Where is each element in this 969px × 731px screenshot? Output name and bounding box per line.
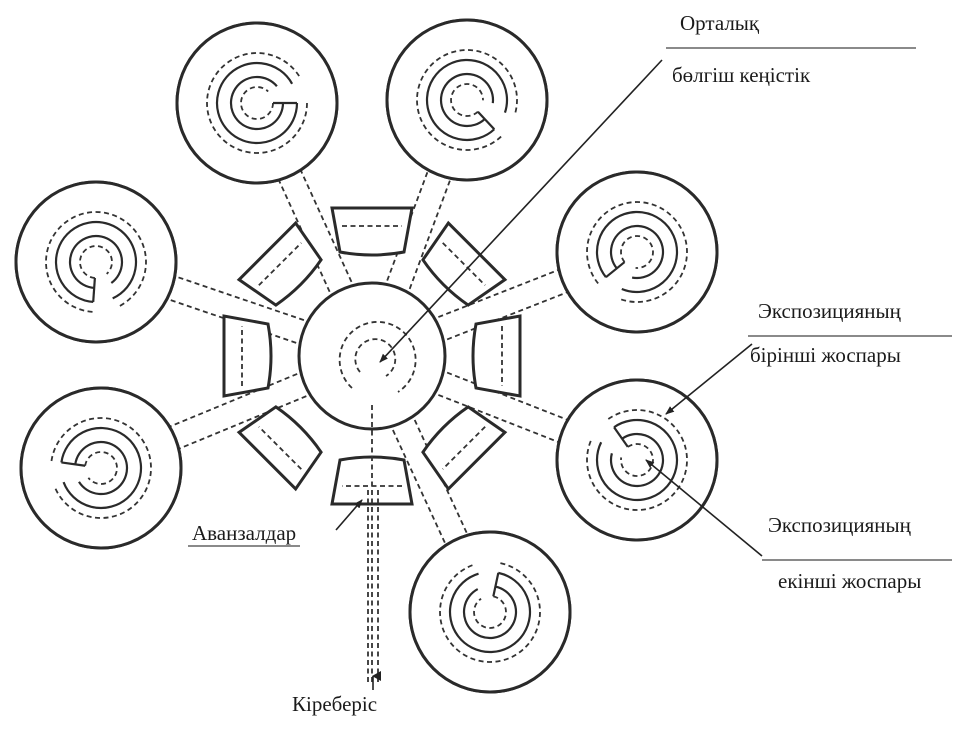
antechamber: [421, 405, 508, 492]
exposition-second-plan: [74, 440, 129, 496]
exposition-first-plan: [586, 409, 688, 511]
exposition-second-plan: [439, 72, 495, 128]
exhibition-hall: [14, 180, 178, 344]
exposition-first-plan: [206, 52, 308, 154]
exhibition-hall: [19, 386, 183, 550]
exhibition-hall: [408, 530, 572, 694]
exposition-second-plan: [609, 432, 665, 488]
exhibition-hall: [555, 170, 719, 334]
antechamber: [236, 220, 323, 307]
label-first-plan-line1: Экспозицияның: [758, 299, 902, 323]
exhibition-hall: [555, 378, 719, 542]
antechamber: [421, 220, 508, 307]
antechambers-group: [222, 206, 522, 506]
antechamber: [471, 314, 522, 398]
circulation-path: [446, 371, 584, 428]
exposition-second-plan: [609, 224, 665, 280]
antechamber: [330, 206, 414, 257]
circulation-path: [162, 395, 307, 457]
exposition-first-plan: [416, 49, 518, 151]
label-first-plan-line2: бірінші жоспары: [750, 343, 901, 367]
exhibition-halls-group: [14, 18, 719, 694]
circulation-paths: [150, 153, 584, 562]
circulation-path: [438, 394, 576, 450]
circulation-path: [386, 153, 436, 281]
antechamber: [236, 405, 323, 492]
label-antechambers: Аванзалдар: [192, 521, 296, 545]
central-distribution-space: [297, 281, 447, 431]
exposition-second-plan: [229, 75, 285, 131]
label-entrance: Кіреберіс: [292, 692, 377, 716]
exposition-first-plan: [50, 417, 152, 519]
circulation-path: [438, 262, 576, 318]
exposition-first-plan: [439, 562, 541, 663]
exposition-second-plan: [68, 234, 124, 290]
label-central-line2: бөлгіш кеңістік: [672, 63, 811, 87]
circulation-path: [292, 154, 353, 283]
label-central-line1: Орталық: [680, 11, 760, 35]
antechamber: [330, 455, 414, 506]
label-second-plan-line2: екінші жоспары: [778, 569, 921, 593]
circulation-path: [153, 373, 298, 435]
circulation-path: [158, 269, 305, 321]
exposition-first-plan: [586, 201, 688, 303]
callout-leaders: [188, 47, 952, 561]
circulation-path: [446, 284, 584, 341]
exposition-second-plan: [462, 585, 518, 640]
circulation-path: [408, 161, 458, 290]
label-second-plan-line1: Экспозицияның: [768, 513, 912, 537]
exposition-first-plan: [45, 211, 147, 313]
antechamber: [222, 314, 273, 398]
exhibition-hall: [385, 18, 549, 182]
exhibition-hall: [175, 21, 339, 185]
entrance-corridor: [367, 405, 381, 690]
circulation-path: [392, 429, 454, 562]
